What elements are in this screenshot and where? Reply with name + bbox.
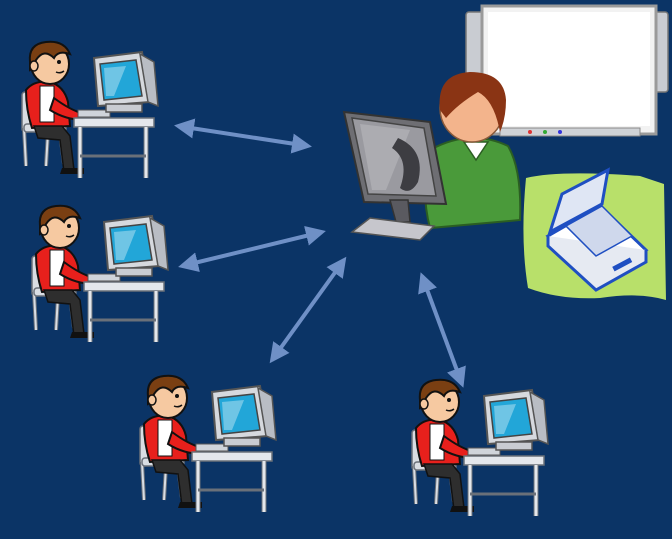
student-at-computer-icon <box>32 206 168 342</box>
teacher-computer-icon <box>342 72 522 241</box>
network-connections <box>174 118 466 388</box>
double-arrow-icon <box>418 272 466 388</box>
interactive-whiteboard-icon <box>465 4 669 137</box>
scanner-icon <box>523 167 666 300</box>
double-arrow-icon <box>269 256 347 364</box>
double-arrow-icon <box>174 118 312 154</box>
student-at-computer-icon <box>140 376 276 512</box>
double-arrow-icon <box>178 226 326 272</box>
student-at-computer-icon <box>22 42 158 178</box>
student-at-computer-icon <box>412 380 548 516</box>
